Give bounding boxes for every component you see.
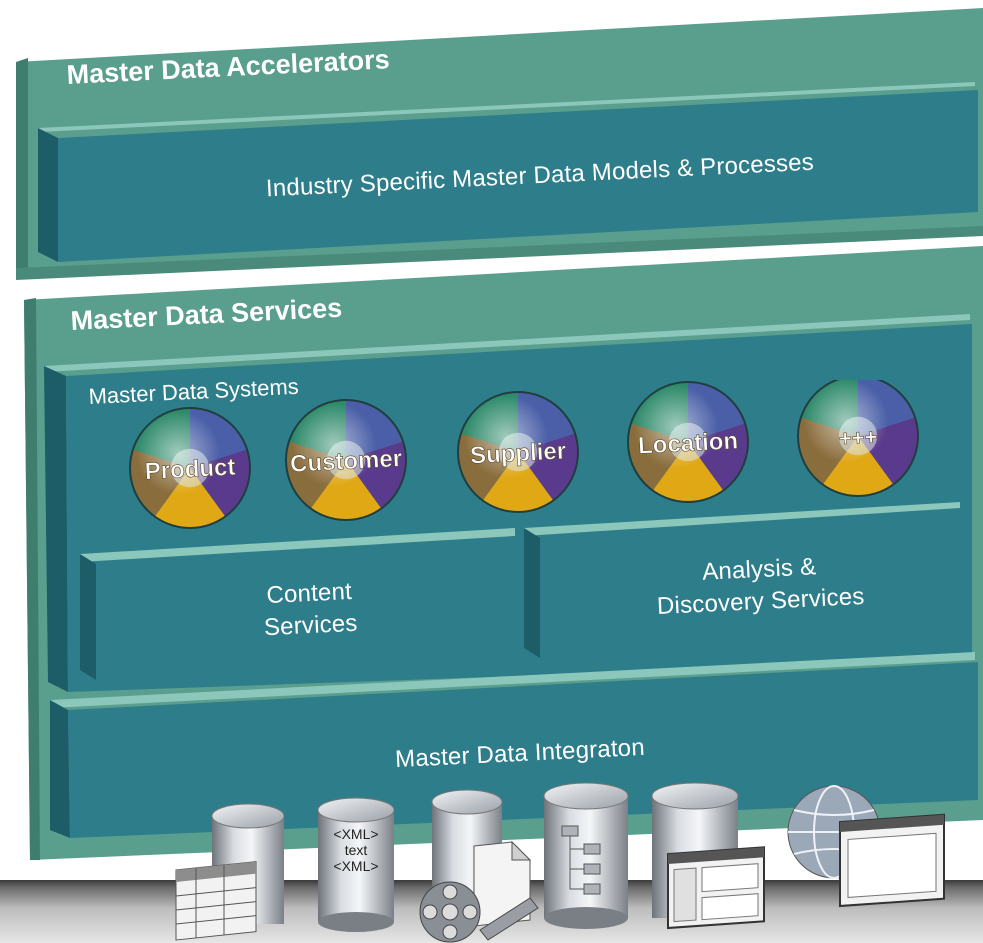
xml-cylinder-text: <XML> text <XML> bbox=[318, 826, 394, 874]
wheel-shine bbox=[292, 403, 376, 487]
database-xml-icon bbox=[317, 797, 395, 932]
systems-wheels: Product Customer Supplier Location +++ bbox=[129, 380, 919, 529]
database-hierarchy-icon bbox=[543, 782, 629, 929]
wheel-label: Product bbox=[144, 454, 236, 486]
wheel-label: Location bbox=[637, 427, 738, 459]
xml-line-2: text bbox=[344, 842, 368, 858]
database-table-icon bbox=[175, 803, 285, 941]
wheel-shine bbox=[804, 380, 888, 463]
wheel-label: Customer bbox=[289, 445, 402, 478]
system-wheel-supplier: Supplier bbox=[457, 391, 579, 513]
wheel-shine bbox=[634, 385, 718, 469]
wheel-rim bbox=[129, 407, 251, 529]
wheel-slice bbox=[482, 452, 554, 512]
wheel-rim bbox=[457, 391, 579, 513]
xml-line-3: <XML> bbox=[333, 858, 379, 874]
wheel-label: Supplier bbox=[469, 438, 566, 470]
wheel-shine bbox=[464, 395, 548, 479]
system-wheel-customer: Customer bbox=[285, 399, 407, 521]
accelerators-slab bbox=[16, 8, 983, 280]
wheel-slice bbox=[310, 460, 382, 520]
wheel-rim bbox=[797, 380, 919, 497]
database-media-icon bbox=[419, 789, 539, 943]
wheel-slice bbox=[154, 468, 226, 528]
wheel-slice bbox=[652, 442, 724, 502]
web-globe-icon bbox=[787, 785, 945, 908]
wheel-rim bbox=[285, 399, 407, 521]
wheel-shine bbox=[136, 411, 220, 495]
database-application-icon bbox=[651, 782, 765, 930]
system-wheel-more: +++ bbox=[797, 380, 919, 497]
content-services-text: Content Services bbox=[179, 572, 442, 649]
data-sources bbox=[175, 782, 945, 943]
wheel-rim bbox=[627, 381, 749, 503]
wheel-slice bbox=[822, 436, 894, 496]
xml-line-1: <XML> bbox=[333, 826, 379, 842]
wheel-label: +++ bbox=[838, 424, 878, 451]
system-wheel-product: Product bbox=[129, 407, 251, 529]
system-wheel-location: Location bbox=[627, 381, 749, 503]
